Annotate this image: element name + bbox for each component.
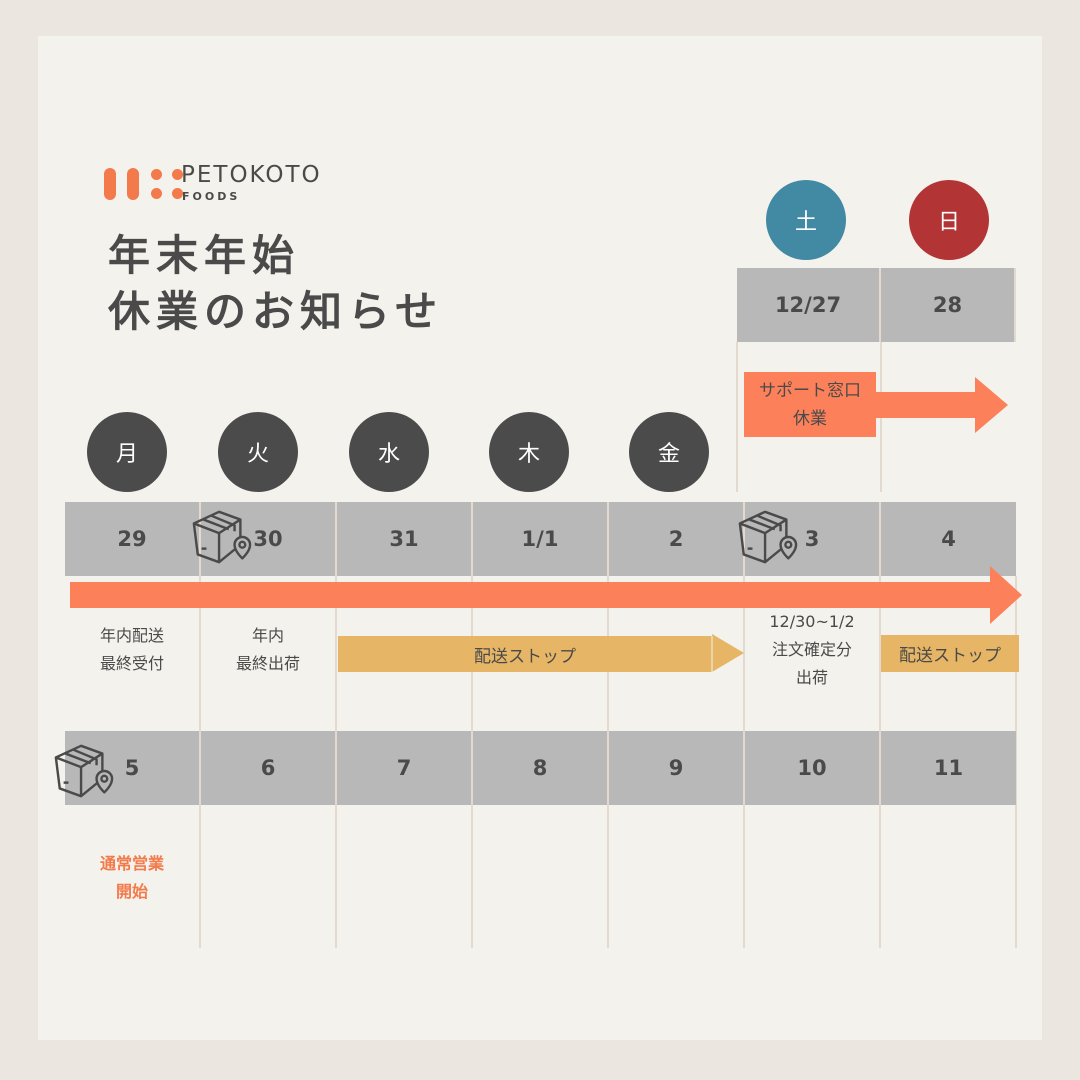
divider	[736, 342, 738, 492]
day-sun: 日	[909, 180, 989, 260]
note-line: 注文確定分	[771, 640, 852, 659]
date-cell: 5	[65, 731, 201, 805]
delivery-box-icon	[738, 510, 798, 564]
day-thu: 木	[489, 412, 569, 492]
note-line: 12/30~1/2	[769, 612, 855, 631]
brand-sub: FOODS	[182, 190, 241, 203]
date-cell: 6	[201, 731, 337, 805]
note-d5: 通常営業開始	[65, 850, 199, 906]
note-line: 通常営業	[99, 854, 164, 873]
note-d30: 年内最終出荷	[201, 622, 335, 678]
note-line: 出荷	[795, 668, 828, 687]
logo-bar	[104, 168, 116, 200]
title-line2: 休業のお知らせ	[108, 287, 444, 336]
date-cell: 12/27	[737, 268, 881, 342]
note-line: 開始	[115, 882, 148, 901]
brand-name: PETOKOTO	[181, 162, 322, 188]
day-mon: 月	[87, 412, 167, 492]
delivery-box-icon	[54, 744, 114, 798]
support-line2: 休業	[793, 408, 827, 429]
date-cell: 7	[337, 731, 473, 805]
support-closed-label: サポート窓口 休業	[744, 372, 876, 437]
note-d29: 年内配送最終受付	[65, 622, 199, 678]
logo-dot	[172, 169, 183, 180]
divider	[1015, 576, 1017, 948]
title-line1: 年末年始	[108, 231, 301, 280]
day-tue: 火	[218, 412, 298, 492]
logo-dot	[151, 188, 162, 199]
day-wed: 水	[349, 412, 429, 492]
logo-dot	[151, 169, 162, 180]
day-sat: 土	[766, 180, 846, 260]
date-cell: 28	[881, 268, 1016, 342]
delivery-stop-label-2: 配送ストップ	[881, 635, 1019, 672]
date-cell: 2	[609, 502, 745, 576]
day-fri: 金	[629, 412, 709, 492]
logo-dot	[172, 188, 183, 199]
date-cell: 3	[745, 502, 881, 576]
note-line: 最終出荷	[235, 654, 300, 673]
date-cell: 11	[881, 731, 1016, 805]
note-line: 年内	[251, 626, 284, 645]
page-title: 年末年始 休業のお知らせ	[108, 228, 443, 340]
delivery-box-icon	[192, 510, 252, 564]
date-cell: 1/1	[473, 502, 609, 576]
delivery-stop-label: 配送ストップ	[474, 646, 576, 667]
logo-bar	[127, 168, 139, 200]
note-line: 最終受付	[99, 654, 164, 673]
delivery-stop-arrow	[338, 634, 744, 672]
note-d3: 12/30~1/2 注文確定分出荷	[745, 608, 879, 692]
note-line: 年内配送	[99, 626, 164, 645]
date-cell: 31	[337, 502, 473, 576]
date-cell: 4	[881, 502, 1016, 576]
date-cell: 9	[609, 731, 745, 805]
support-line1: サポート窓口	[759, 380, 861, 401]
date-cell: 10	[745, 731, 881, 805]
date-cell: 8	[473, 731, 609, 805]
timeline-arrow	[70, 566, 1022, 624]
support-arrow	[876, 377, 1008, 433]
date-cell: 29	[65, 502, 201, 576]
